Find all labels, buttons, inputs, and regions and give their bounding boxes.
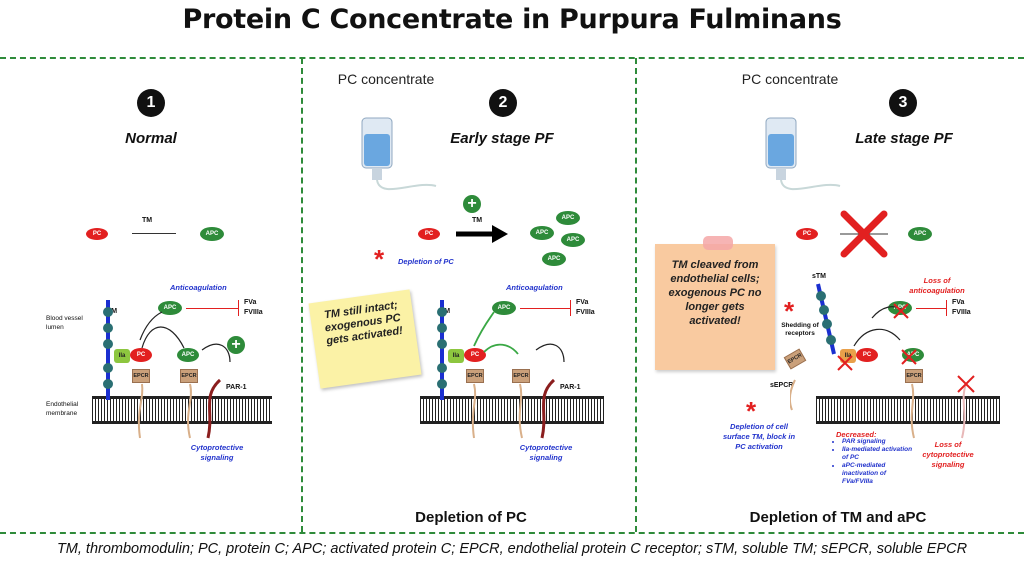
epcr-receptor-2: EPCR — [180, 369, 198, 383]
caption-depletion-pc: Depletion of PC — [415, 509, 527, 526]
inhibition-bar — [238, 300, 239, 316]
page-title: Protein C Concentrate in Purpura Fulmina… — [182, 4, 842, 35]
endothelial-membrane — [816, 396, 1000, 424]
panel1-pathway-art — [103, 300, 231, 439]
stage-title-late: Late stage PF — [855, 130, 953, 147]
epcr-receptor-1: EPCR — [132, 369, 150, 383]
apc-anticoag-molecule: APC — [158, 301, 182, 315]
tm-activation-arrow — [132, 233, 176, 234]
pc-molecule: PC — [796, 228, 818, 240]
apc-molecule-2: APC — [530, 226, 554, 240]
apc-molecule: APC — [200, 227, 224, 241]
tm-activation-arrow — [456, 225, 508, 243]
cytoprotective-label: Cytoprotective signaling — [190, 443, 244, 462]
sticky-note-cleaved: TM cleaved from endothelial cells; exoge… — [655, 244, 775, 370]
asterisk-icon: * — [746, 396, 757, 426]
membrane-label: Endothelial membrane — [46, 401, 79, 417]
shedding-label: Shedding of receptors — [781, 322, 819, 337]
inhibition-line — [916, 308, 946, 309]
epcr-receptor-2: EPCR — [512, 369, 530, 383]
asterisk-icon: * — [784, 296, 795, 326]
pc-bound-molecule: PC — [464, 348, 486, 362]
plus-icon: + — [463, 195, 481, 213]
pc-molecule: PC — [86, 228, 108, 240]
asterisk-icon: * — [374, 244, 385, 274]
inhibition-line — [186, 308, 238, 309]
top-separator — [0, 57, 1024, 59]
fviiia-label: FVIIIa — [244, 309, 263, 316]
step-number-2: 2 — [489, 89, 517, 117]
fviiia-label: FVIIIa — [576, 309, 595, 316]
tm-arrow-label: TM — [472, 217, 483, 224]
pc-bound-molecule: PC — [130, 348, 152, 362]
pc-molecule: PC — [418, 228, 440, 240]
sticky-note-intact: TM still intact; exogenous PC gets activ… — [308, 289, 422, 389]
blocked-activation-icon — [840, 210, 888, 258]
depletion-tm-label: Depletion of cell surface TM, block in P… — [722, 422, 796, 451]
fva-label: FVa — [952, 299, 965, 306]
anticoagulation-label: Anticoagulation — [506, 283, 563, 292]
inhibition-line — [520, 308, 570, 309]
epcr-receptor-1: EPCR — [466, 369, 484, 383]
list-item: aPC-mediated inactivation of FVa/FVIIIa — [842, 462, 916, 486]
separator-1-2 — [301, 58, 303, 532]
par1-label: PAR-1 — [226, 384, 247, 391]
vessel-lumen-label: Blood vessel lumen — [46, 315, 83, 331]
fva-label: FVa — [244, 299, 257, 306]
endothelial-membrane — [92, 396, 272, 424]
fviiia-label: FVIIIa — [952, 309, 971, 316]
par1-label: PAR-1 — [560, 384, 581, 391]
stm-label: sTM — [812, 273, 826, 280]
cytoprotective-label: Cytoprotective signaling — [519, 443, 573, 462]
stage-title-early: Early stage PF — [450, 130, 554, 147]
inhibition-bar — [570, 300, 571, 316]
list-item: PAR signaling — [842, 438, 916, 446]
apc-molecule-1: APC — [556, 211, 580, 225]
anticoagulation-label: Anticoagulation — [170, 283, 227, 292]
inhibition-bar — [946, 300, 947, 316]
sepcr-label: sEPCR — [770, 382, 794, 389]
tape-icon — [703, 236, 733, 250]
iia-molecule: IIa — [114, 349, 130, 363]
iia-molecule: IIa — [840, 349, 856, 363]
pc-bound-molecule: PC — [856, 348, 878, 362]
abbreviations-footer: TM, thrombomodulin; PC, protein C; APC; … — [56, 541, 968, 557]
epcr-receptor: EPCR — [905, 369, 923, 383]
iv-bag-icon — [361, 117, 437, 191]
separator-2-3 — [635, 58, 637, 532]
panel3-pathway-art — [790, 283, 975, 439]
bottom-separator — [0, 532, 1024, 534]
step-number-3: 3 — [889, 89, 917, 117]
caption-depletion-tm-apc: Depletion of TM and aPC — [749, 509, 927, 526]
apc-molecule-4: APC — [542, 252, 566, 266]
iv-bag-icon — [765, 117, 841, 191]
depletion-pc-label: Depletion of PC — [398, 257, 454, 266]
list-item: IIa-mediated activation of PC — [842, 446, 916, 462]
decreased-list: PAR signaling IIa-mediated activation of… — [832, 438, 916, 486]
apc-anticoag-molecule: APC — [492, 301, 516, 315]
apc-molecule: APC — [908, 227, 932, 241]
endothelial-membrane — [420, 396, 604, 424]
loss-cyto-label: Loss of cytoprotective signaling — [922, 440, 974, 469]
iia-molecule: IIa — [448, 349, 464, 363]
pc-concentrate-label: PC concentrate — [337, 71, 435, 87]
tm-arrow-label: TM — [142, 217, 153, 224]
pc-concentrate-label: PC concentrate — [741, 71, 839, 87]
stage-title-normal: Normal — [125, 130, 177, 147]
apc-bound-molecule: APC — [177, 348, 199, 362]
fva-label: FVa — [576, 299, 589, 306]
plus-icon: + — [227, 336, 245, 354]
decreased-title: Decreased: — [836, 430, 877, 439]
loss-anticoag-label: Loss of anticoagulation — [909, 276, 965, 295]
panel2-pathway-art — [437, 300, 565, 439]
step-number-1: 1 — [137, 89, 165, 117]
apc-molecule-3: APC — [561, 233, 585, 247]
